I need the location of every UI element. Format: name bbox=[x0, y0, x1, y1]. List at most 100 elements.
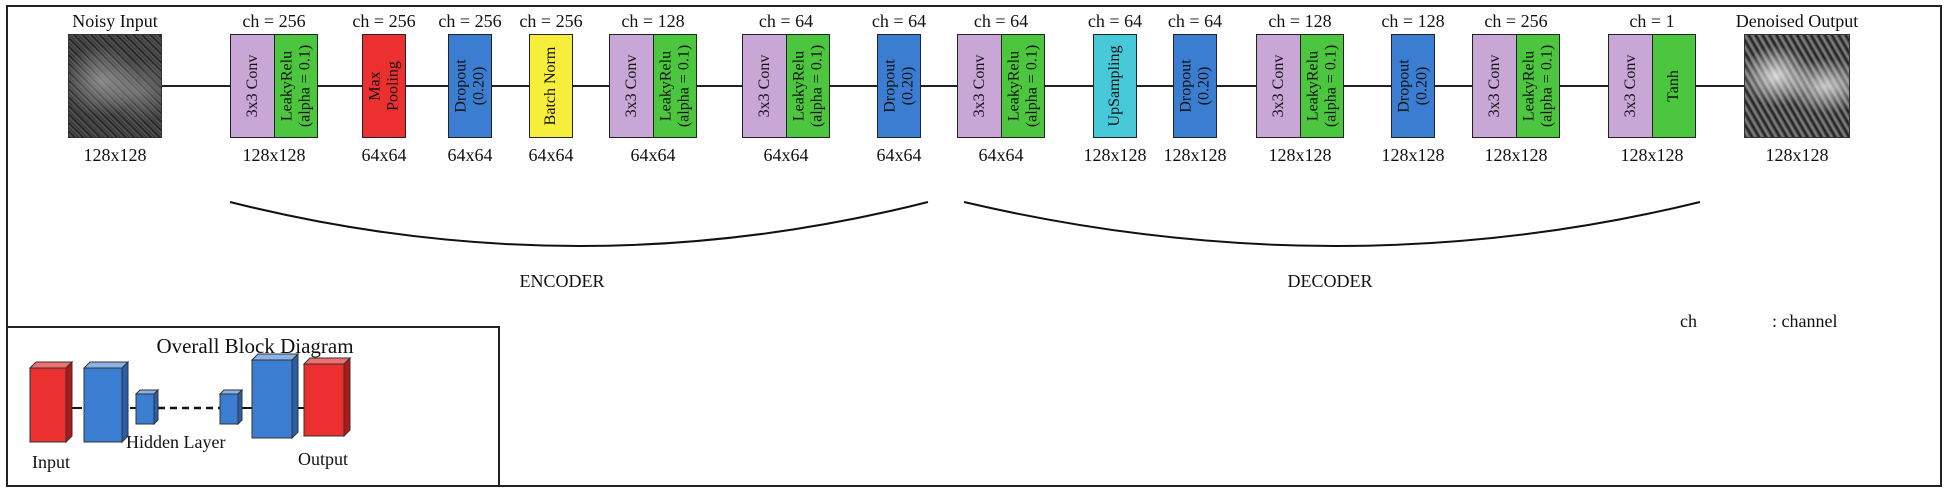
output-title: Denoised Output bbox=[1735, 11, 1859, 31]
overall-hidden-label: Hidden Layer bbox=[126, 432, 226, 452]
channel-label: ch = 128 bbox=[1381, 11, 1445, 31]
block-text-line: (0.20) bbox=[899, 66, 916, 106]
connection-lines bbox=[162, 85, 1744, 247]
channel-label: ch = 64 bbox=[973, 11, 1029, 31]
size-label: 64x64 bbox=[361, 145, 407, 165]
upsampling-block: UpSampling bbox=[1093, 34, 1137, 138]
output-size: 128x128 bbox=[1765, 145, 1829, 165]
conv-block: 3x3 Conv bbox=[230, 34, 275, 138]
size-label: 64x64 bbox=[528, 145, 574, 165]
block-text-line: LeakyRelu bbox=[790, 50, 808, 122]
legend-key: ch bbox=[1680, 311, 1697, 331]
block-text-line: (alpha = 0.1) bbox=[296, 44, 313, 128]
channel-label: ch = 256 bbox=[438, 11, 502, 31]
conv-block: 3x3 Conv bbox=[1256, 34, 1301, 138]
denoised-output-image bbox=[1744, 34, 1850, 138]
size-label: 128x128 bbox=[242, 145, 306, 165]
decoder-label: DECODER bbox=[1287, 271, 1373, 291]
dropout-block: Dropout(0.20) bbox=[1391, 34, 1435, 138]
channel-label: ch = 256 bbox=[519, 11, 583, 31]
conv-block: 3x3 Conv bbox=[1608, 34, 1653, 138]
block-text-line: (alpha = 0.1) bbox=[675, 44, 692, 128]
block-text-line: LeakyRelu bbox=[1304, 50, 1322, 122]
leaky-label: LeakyRelu(alpha = 0.1) bbox=[1304, 45, 1339, 127]
block-text-line: Dropout bbox=[452, 59, 470, 113]
dropout-label: Dropout(0.20) bbox=[1177, 59, 1212, 112]
overall-hidden-box-right bbox=[218, 388, 244, 426]
noisy-input-image bbox=[68, 34, 162, 138]
tanh-label: Tanh bbox=[1665, 70, 1683, 102]
overall-input-box bbox=[28, 360, 74, 444]
conv-label: 3x3 Conv bbox=[756, 55, 774, 118]
dropout-label: Dropout(0.20) bbox=[1395, 59, 1430, 112]
conv-block: 3x3 Conv bbox=[609, 34, 654, 138]
block-text-line: 3x3 Conv bbox=[755, 54, 773, 118]
channel-label: ch = 64 bbox=[871, 11, 927, 31]
dropout-block: Dropout(0.20) bbox=[877, 34, 921, 138]
size-label: 64x64 bbox=[978, 145, 1024, 165]
overall-block-diagram: Overall Block Diagram bbox=[6, 326, 500, 487]
block-text-line: Dropout bbox=[1177, 59, 1195, 113]
block-text-line: (0.20) bbox=[1195, 66, 1212, 106]
leaky-label: LeakyRelu(alpha = 0.1) bbox=[657, 45, 692, 127]
decoder-arc bbox=[963, 201, 1701, 247]
channel-label: ch = 256 bbox=[1484, 11, 1548, 31]
block-text-line: Tanh bbox=[1665, 70, 1683, 102]
size-label: 64x64 bbox=[763, 145, 809, 165]
overall-output-label: Output bbox=[298, 449, 349, 469]
leaky-label: LeakyRelu(alpha = 0.1) bbox=[1520, 45, 1555, 127]
leaky-block: LeakyRelu(alpha = 0.1) bbox=[786, 34, 830, 138]
channel-label: ch = 128 bbox=[621, 11, 685, 31]
size-label: 128x128 bbox=[1484, 145, 1548, 165]
channel-label: ch = 256 bbox=[242, 11, 306, 31]
dropout-block: Dropout(0.20) bbox=[448, 34, 492, 138]
tanh-block: Tanh bbox=[1652, 34, 1696, 138]
block-text-line: (alpha = 0.1) bbox=[1322, 44, 1339, 128]
leaky-block: LeakyRelu(alpha = 0.1) bbox=[274, 34, 318, 138]
channel-label: ch = 1 bbox=[1629, 11, 1675, 31]
block-text-line: LeakyRelu bbox=[1520, 50, 1538, 122]
size-label: 128x128 bbox=[1163, 145, 1227, 165]
size-label: 64x64 bbox=[447, 145, 493, 165]
overall-diagram-graphic bbox=[28, 352, 352, 444]
conv-block: 3x3 Conv bbox=[1472, 34, 1517, 138]
conv-block: 3x3 Conv bbox=[957, 34, 1002, 138]
overall-encoder-box bbox=[82, 360, 130, 444]
block-text-line: 3x3 Conv bbox=[970, 54, 988, 118]
leaky-block: LeakyRelu(alpha = 0.1) bbox=[653, 34, 697, 138]
size-label: 64x64 bbox=[630, 145, 676, 165]
channel-label: ch = 256 bbox=[352, 11, 416, 31]
block-text-line: (alpha = 0.1) bbox=[1538, 44, 1555, 128]
block-text-line: UpSampling bbox=[1106, 45, 1124, 127]
input-size: 128x128 bbox=[83, 145, 147, 165]
dropout-block: Dropout(0.20) bbox=[1173, 34, 1217, 138]
overall-decoder-box bbox=[250, 352, 300, 440]
block-text-line: LeakyRelu bbox=[278, 50, 296, 122]
encoder-label: ENCODER bbox=[519, 271, 605, 291]
conv-block: 3x3 Conv bbox=[742, 34, 787, 138]
block-text-line: (alpha = 0.1) bbox=[1023, 44, 1040, 128]
conv-label: 3x3 Conv bbox=[1270, 55, 1288, 118]
size-label: 128x128 bbox=[1381, 145, 1445, 165]
leaky-block: LeakyRelu(alpha = 0.1) bbox=[1300, 34, 1344, 138]
block-text-line: 3x3 Conv bbox=[1269, 54, 1287, 118]
leaky-block: LeakyRelu(alpha = 0.1) bbox=[1516, 34, 1560, 138]
block-text-line: Dropout bbox=[1395, 59, 1413, 113]
block-text-line: (alpha = 0.1) bbox=[808, 44, 825, 128]
block-text-line: Max bbox=[366, 71, 384, 101]
figure-frame bbox=[6, 5, 1942, 487]
overall-hidden-box-left bbox=[134, 388, 160, 426]
overall-input-label: Input bbox=[32, 452, 70, 472]
leaky-label: LeakyRelu(alpha = 0.1) bbox=[278, 45, 313, 127]
channel-label: ch = 128 bbox=[1268, 11, 1332, 31]
input-title: Noisy Input bbox=[72, 11, 158, 31]
size-label: 128x128 bbox=[1620, 145, 1684, 165]
batchnorm-label: Batch Norm bbox=[542, 47, 560, 126]
channel-label: ch = 64 bbox=[758, 11, 814, 31]
block-text-line: Batch Norm bbox=[542, 46, 560, 126]
size-label: 64x64 bbox=[876, 145, 922, 165]
legend-value: : channel bbox=[1772, 311, 1838, 331]
block-text-line: 3x3 Conv bbox=[243, 54, 261, 118]
